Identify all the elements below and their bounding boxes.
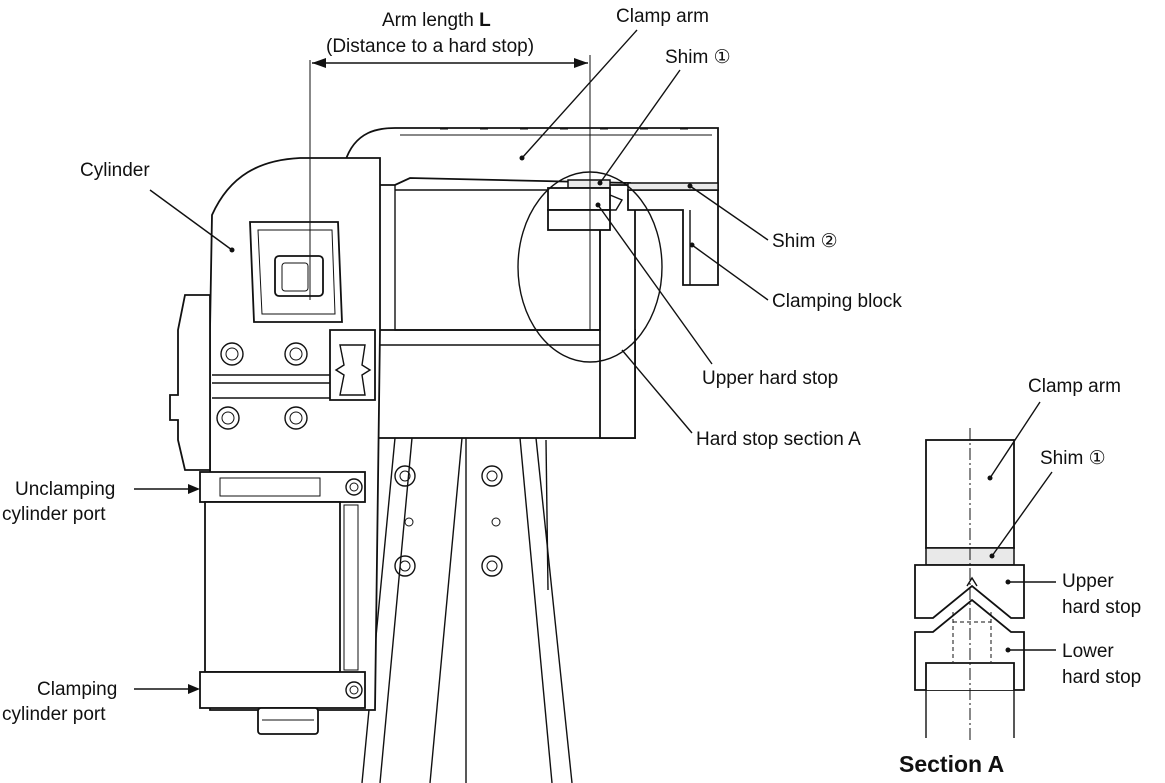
- section-lower-label-1: Lower: [1062, 641, 1114, 662]
- stand-bolt: [394, 555, 416, 577]
- clamping-port-label-2: cylinder port: [2, 704, 106, 725]
- leader-line: [691, 244, 769, 301]
- stand-bolt: [394, 465, 416, 487]
- leader-line: [521, 29, 638, 159]
- arm-length-note: (Distance to a hard stop): [326, 36, 534, 57]
- stand-bolt: [481, 555, 503, 577]
- cylinder-lower-housing: [199, 471, 366, 735]
- leader-line: [991, 471, 1053, 557]
- shim-2-part: [627, 182, 719, 191]
- leader-line: [599, 69, 681, 184]
- cylinder-boss: [274, 255, 324, 297]
- stand-hole: [491, 517, 501, 527]
- leader-line: [597, 204, 713, 365]
- clamping-block-label: Clamping block: [772, 291, 902, 312]
- section-a-title: Section A: [899, 751, 1004, 777]
- leader-line: [989, 401, 1041, 479]
- section-upper-label-1: Upper: [1062, 571, 1114, 592]
- hard-stop-assembly: [547, 179, 624, 330]
- section-lower-label-2: hard stop: [1062, 667, 1141, 688]
- shim-1-label: Shim ①: [665, 47, 731, 68]
- leader-line: [621, 349, 693, 434]
- section-shim-1-label: Shim ①: [1040, 448, 1106, 469]
- stand-hole: [404, 517, 414, 527]
- section-upper-label-2: hard stop: [1062, 597, 1141, 618]
- cylinder-label: Cylinder: [80, 160, 150, 181]
- shim-2-label: Shim ②: [772, 231, 838, 252]
- clamping-port-label-1: Clamping: [37, 679, 117, 700]
- support-stand: [361, 437, 573, 783]
- stand-bolt: [481, 465, 503, 487]
- section-a-detail: [914, 428, 1025, 742]
- mount-block: [334, 184, 636, 439]
- shim-1-part: [567, 179, 611, 189]
- arm-length-label: Arm length L: [382, 10, 491, 31]
- clamping-block-part: [627, 189, 719, 286]
- clamp-arm-body: [344, 127, 719, 331]
- upper-hard-stop-label: Upper hard stop: [702, 368, 838, 389]
- unclamping-port-label-1: Unclamping: [15, 479, 115, 500]
- section-clamp-arm-label: Clamp arm: [1028, 376, 1121, 397]
- unclamping-port-label-2: cylinder port: [2, 504, 106, 525]
- leader-line: [149, 189, 233, 251]
- clamp-arm-label: Clamp arm: [616, 6, 709, 27]
- arm-length-dimension: [312, 58, 588, 68]
- leader-line: [689, 185, 769, 241]
- hard-stop-section-a-label: Hard stop section A: [696, 429, 861, 450]
